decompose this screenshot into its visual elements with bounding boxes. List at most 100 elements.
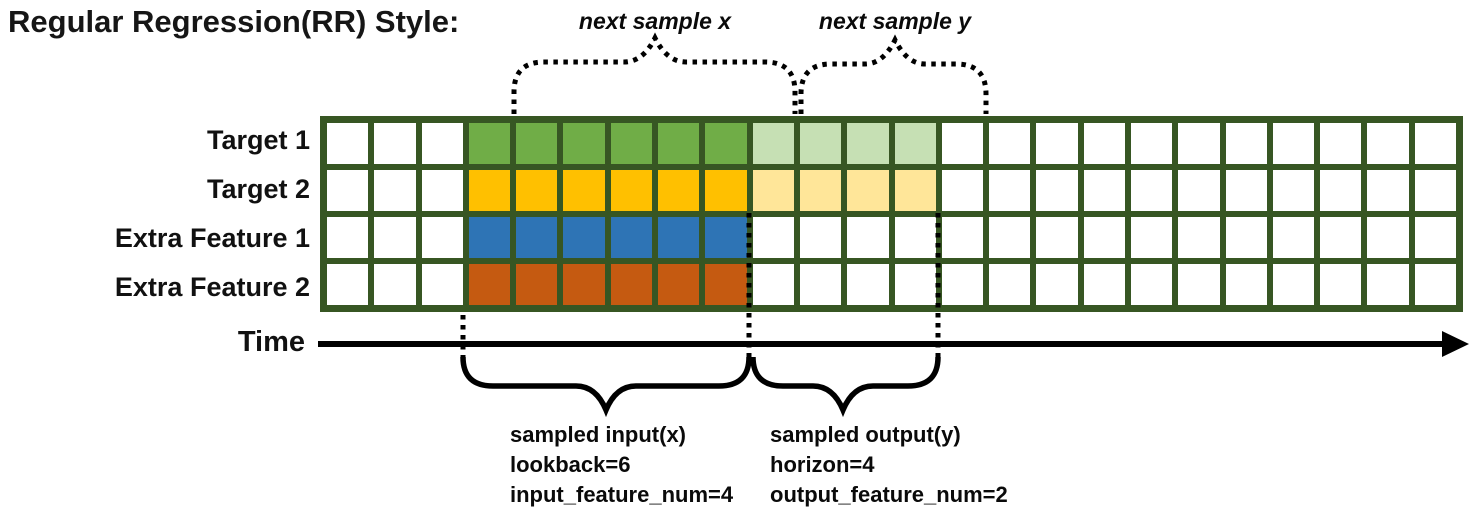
grid-cell [421, 170, 463, 211]
grid-cell [516, 170, 558, 211]
grid-cell [705, 123, 747, 164]
grid-cell [1083, 170, 1125, 211]
grid-cell [563, 264, 605, 305]
grid-cell [610, 217, 653, 258]
grid-cell [752, 264, 794, 305]
grid-cell [894, 170, 936, 211]
grid-cell [1272, 170, 1315, 211]
grid-cell [1130, 123, 1173, 164]
grid-cell [1414, 264, 1456, 305]
grid-cell [1225, 170, 1267, 211]
grid-cell [374, 170, 416, 211]
grid-cell [799, 217, 842, 258]
grid-cell [941, 170, 984, 211]
sampled-output-title: sampled output(y) [770, 422, 961, 447]
grid-cell [421, 264, 463, 305]
grid-cell [847, 170, 889, 211]
grid-cell [327, 170, 369, 211]
grid-cell [1178, 123, 1220, 164]
grid-cell [1320, 123, 1362, 164]
sampled-input-brace [460, 356, 752, 418]
grid-cell [799, 170, 842, 211]
grid-cell [752, 217, 794, 258]
sampled-input-title: sampled input(x) [510, 422, 687, 447]
grid-cell [752, 170, 794, 211]
grid-cell [1272, 264, 1315, 305]
lookback-value: lookback=6 [510, 452, 631, 477]
grid-cell [1272, 123, 1315, 164]
grid-cell [327, 264, 369, 305]
grid-cell [658, 264, 700, 305]
grid-cell [1414, 170, 1456, 211]
grid [320, 116, 1463, 312]
grid-cell [894, 217, 936, 258]
grid-cell [1083, 123, 1125, 164]
grid-cell [374, 264, 416, 305]
grid-cell [468, 264, 511, 305]
grid-cell [1036, 123, 1078, 164]
grid-cell [941, 217, 984, 258]
grid-cell [421, 123, 463, 164]
grid-cell [374, 217, 416, 258]
grid-cell [989, 170, 1031, 211]
grid-cell [847, 217, 889, 258]
grid-cell [610, 264, 653, 305]
grid-cell [1367, 170, 1409, 211]
grid-cell [705, 217, 747, 258]
grid-cell [516, 123, 558, 164]
grid-cell [563, 217, 605, 258]
row-label-extra-feature-1: Extra Feature 1 [114, 223, 310, 253]
grid-cell [610, 170, 653, 211]
sampled-input-caption: sampled input(x) lookback=6 input_featur… [510, 420, 733, 510]
grid-cell [468, 123, 511, 164]
grid-cell [1225, 123, 1267, 164]
grid-cell [941, 123, 984, 164]
grid-cell [1130, 264, 1173, 305]
grid-cell [563, 170, 605, 211]
sampled-output-caption: sampled output(y) horizon=4 output_featu… [770, 420, 1008, 510]
grid-cell [989, 264, 1031, 305]
grid-cell [894, 264, 936, 305]
grid-cell [705, 264, 747, 305]
grid-cell [327, 123, 369, 164]
grid-cell [1036, 170, 1078, 211]
horizon-value: horizon=4 [770, 452, 875, 477]
grid-cell [1320, 264, 1362, 305]
next-sample-x-label: next sample x [578, 8, 732, 34]
time-axis-label: Time [237, 326, 305, 358]
grid-cell [1178, 217, 1220, 258]
grid-cell [799, 123, 842, 164]
row-label-target-2: Target 2 [206, 174, 310, 204]
next-sample-x-brace [511, 32, 798, 114]
grid-cell [658, 217, 700, 258]
grid-cell [1367, 217, 1409, 258]
grid-cell [1083, 217, 1125, 258]
grid-cell [421, 217, 463, 258]
grid-cell [374, 123, 416, 164]
row-label-target-1: Target 1 [206, 125, 310, 155]
grid-cell [1414, 123, 1456, 164]
grid-cell [989, 123, 1031, 164]
time-axis-arrow [318, 331, 1469, 357]
row-label-extra-feature-2: Extra Feature 2 [114, 272, 310, 302]
next-sample-y-brace [798, 34, 989, 114]
grid-cell [658, 123, 700, 164]
grid-cell [1272, 217, 1315, 258]
output-feature-num-value: output_feature_num=2 [770, 482, 1008, 507]
grid-cell [1225, 217, 1267, 258]
grid-cell [1320, 170, 1362, 211]
grid-cell [658, 170, 700, 211]
grid-cell [989, 217, 1031, 258]
grid-cell [516, 217, 558, 258]
grid-cell [941, 264, 984, 305]
row-labels: Target 1 Target 2 Extra Feature 1 Extra … [0, 116, 310, 312]
sampled-output-brace [750, 356, 941, 418]
grid-cell [1320, 217, 1362, 258]
grid-cell [1178, 264, 1220, 305]
grid-cell [1130, 217, 1173, 258]
grid-cell [1367, 123, 1409, 164]
grid-cell [327, 217, 369, 258]
grid-cell [1178, 170, 1220, 211]
grid-cell [1225, 264, 1267, 305]
